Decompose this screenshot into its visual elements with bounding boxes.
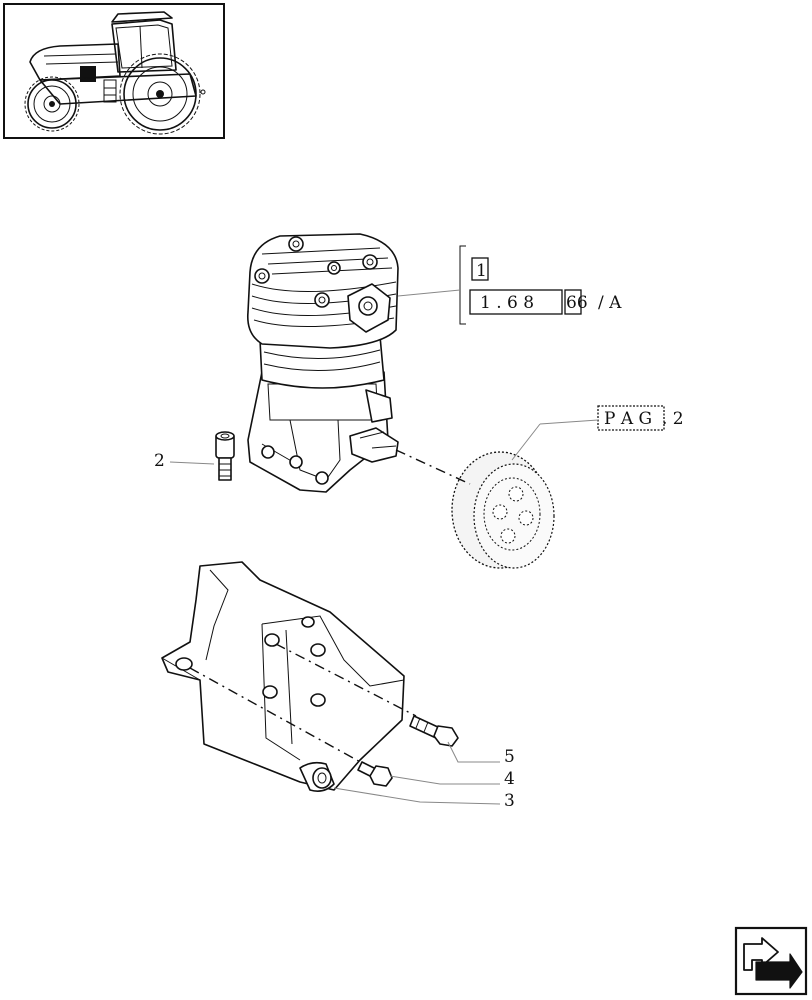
reference-group-label: 1 . 6 8 [480,293,534,313]
callout-4: 4 [504,769,515,789]
reference-group-box[interactable] [469,289,563,315]
next-page-arrow-icon[interactable] [734,926,808,996]
page-reference-number: . 2 [662,409,684,429]
air-compressor [246,233,399,493]
pulley [451,451,555,569]
callout-3: 3 [504,791,515,811]
page-reference-box[interactable] [597,405,665,431]
callout-2: 2 [154,451,165,471]
reference-subgroup-box[interactable] [564,289,582,315]
reference-box-1[interactable] [471,257,489,281]
cap-screw-2 [215,431,235,481]
bolt-5 [409,715,459,747]
reference-box-1-label: 1 [476,261,487,281]
bolt-4 [357,761,393,787]
tractor-thumbnail-icon[interactable] [3,3,225,139]
page-reference-label: P A G [604,409,652,429]
reference-subgroup-label: 66 [566,293,588,313]
mounting-bracket [161,561,405,792]
reference-suffix: / A [598,293,622,313]
callout-5: 5 [504,747,515,767]
